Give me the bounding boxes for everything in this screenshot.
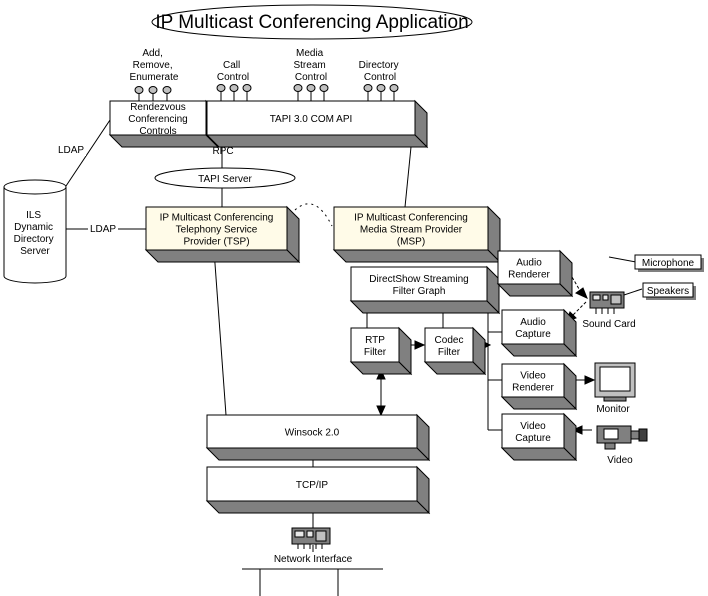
svg-text:Speakers: Speakers xyxy=(647,286,689,297)
winsock-box: Winsock 2.0 xyxy=(205,413,431,462)
interface-label-rendezvous: Add, Remove, Enumerate xyxy=(130,48,179,83)
svg-text:Microphone: Microphone xyxy=(642,258,695,269)
monitor-label: Monitor xyxy=(596,404,630,415)
tapi-api-box: TAPI 3.0 COM API xyxy=(205,99,429,149)
title-ellipse xyxy=(151,4,473,40)
speakers-box: Speakers xyxy=(642,282,696,300)
sound-card-label: Sound Card xyxy=(582,319,635,330)
ils-directory-server: ILS Dynamic Directory Server xyxy=(3,179,67,284)
network-interface-label: Network Interface xyxy=(274,554,353,565)
tapi-api-label: TAPI 3.0 COM API xyxy=(270,114,353,125)
ldap-label-lower: LDAP xyxy=(90,224,116,235)
interface-label-media-stream-control: Media Stream Control xyxy=(293,48,328,83)
sound-card-icon xyxy=(589,291,625,314)
tapi-server-ellipse xyxy=(154,167,296,189)
video-camera-label: Video xyxy=(607,455,633,466)
interface-label-call-control: Call Control xyxy=(217,60,249,83)
ldap-label-upper: LDAP xyxy=(58,145,84,156)
network-interface-icon xyxy=(291,527,331,549)
tcpip-label: TCP/IP xyxy=(296,480,329,491)
svg-text:ILS Dynamic Direct: ILS Dynamic Directory Server xyxy=(14,210,57,257)
tsp-msp-dotted-link xyxy=(294,203,333,227)
rpc-label: RPC xyxy=(212,146,233,157)
interface-label-directory-control: Directory Control xyxy=(359,60,402,83)
video-camera-icon xyxy=(596,425,648,450)
tcpip-box: TCP/IP xyxy=(205,465,431,515)
tapi-server-label: TAPI Server xyxy=(198,174,252,185)
monitor-icon xyxy=(594,362,636,402)
microphone-box: Microphone xyxy=(634,254,704,272)
diagram-title: IP Multicast Conferencing Application xyxy=(155,12,468,33)
winsock-label: Winsock 2.0 xyxy=(285,428,340,439)
interface-lollipops xyxy=(134,84,399,101)
